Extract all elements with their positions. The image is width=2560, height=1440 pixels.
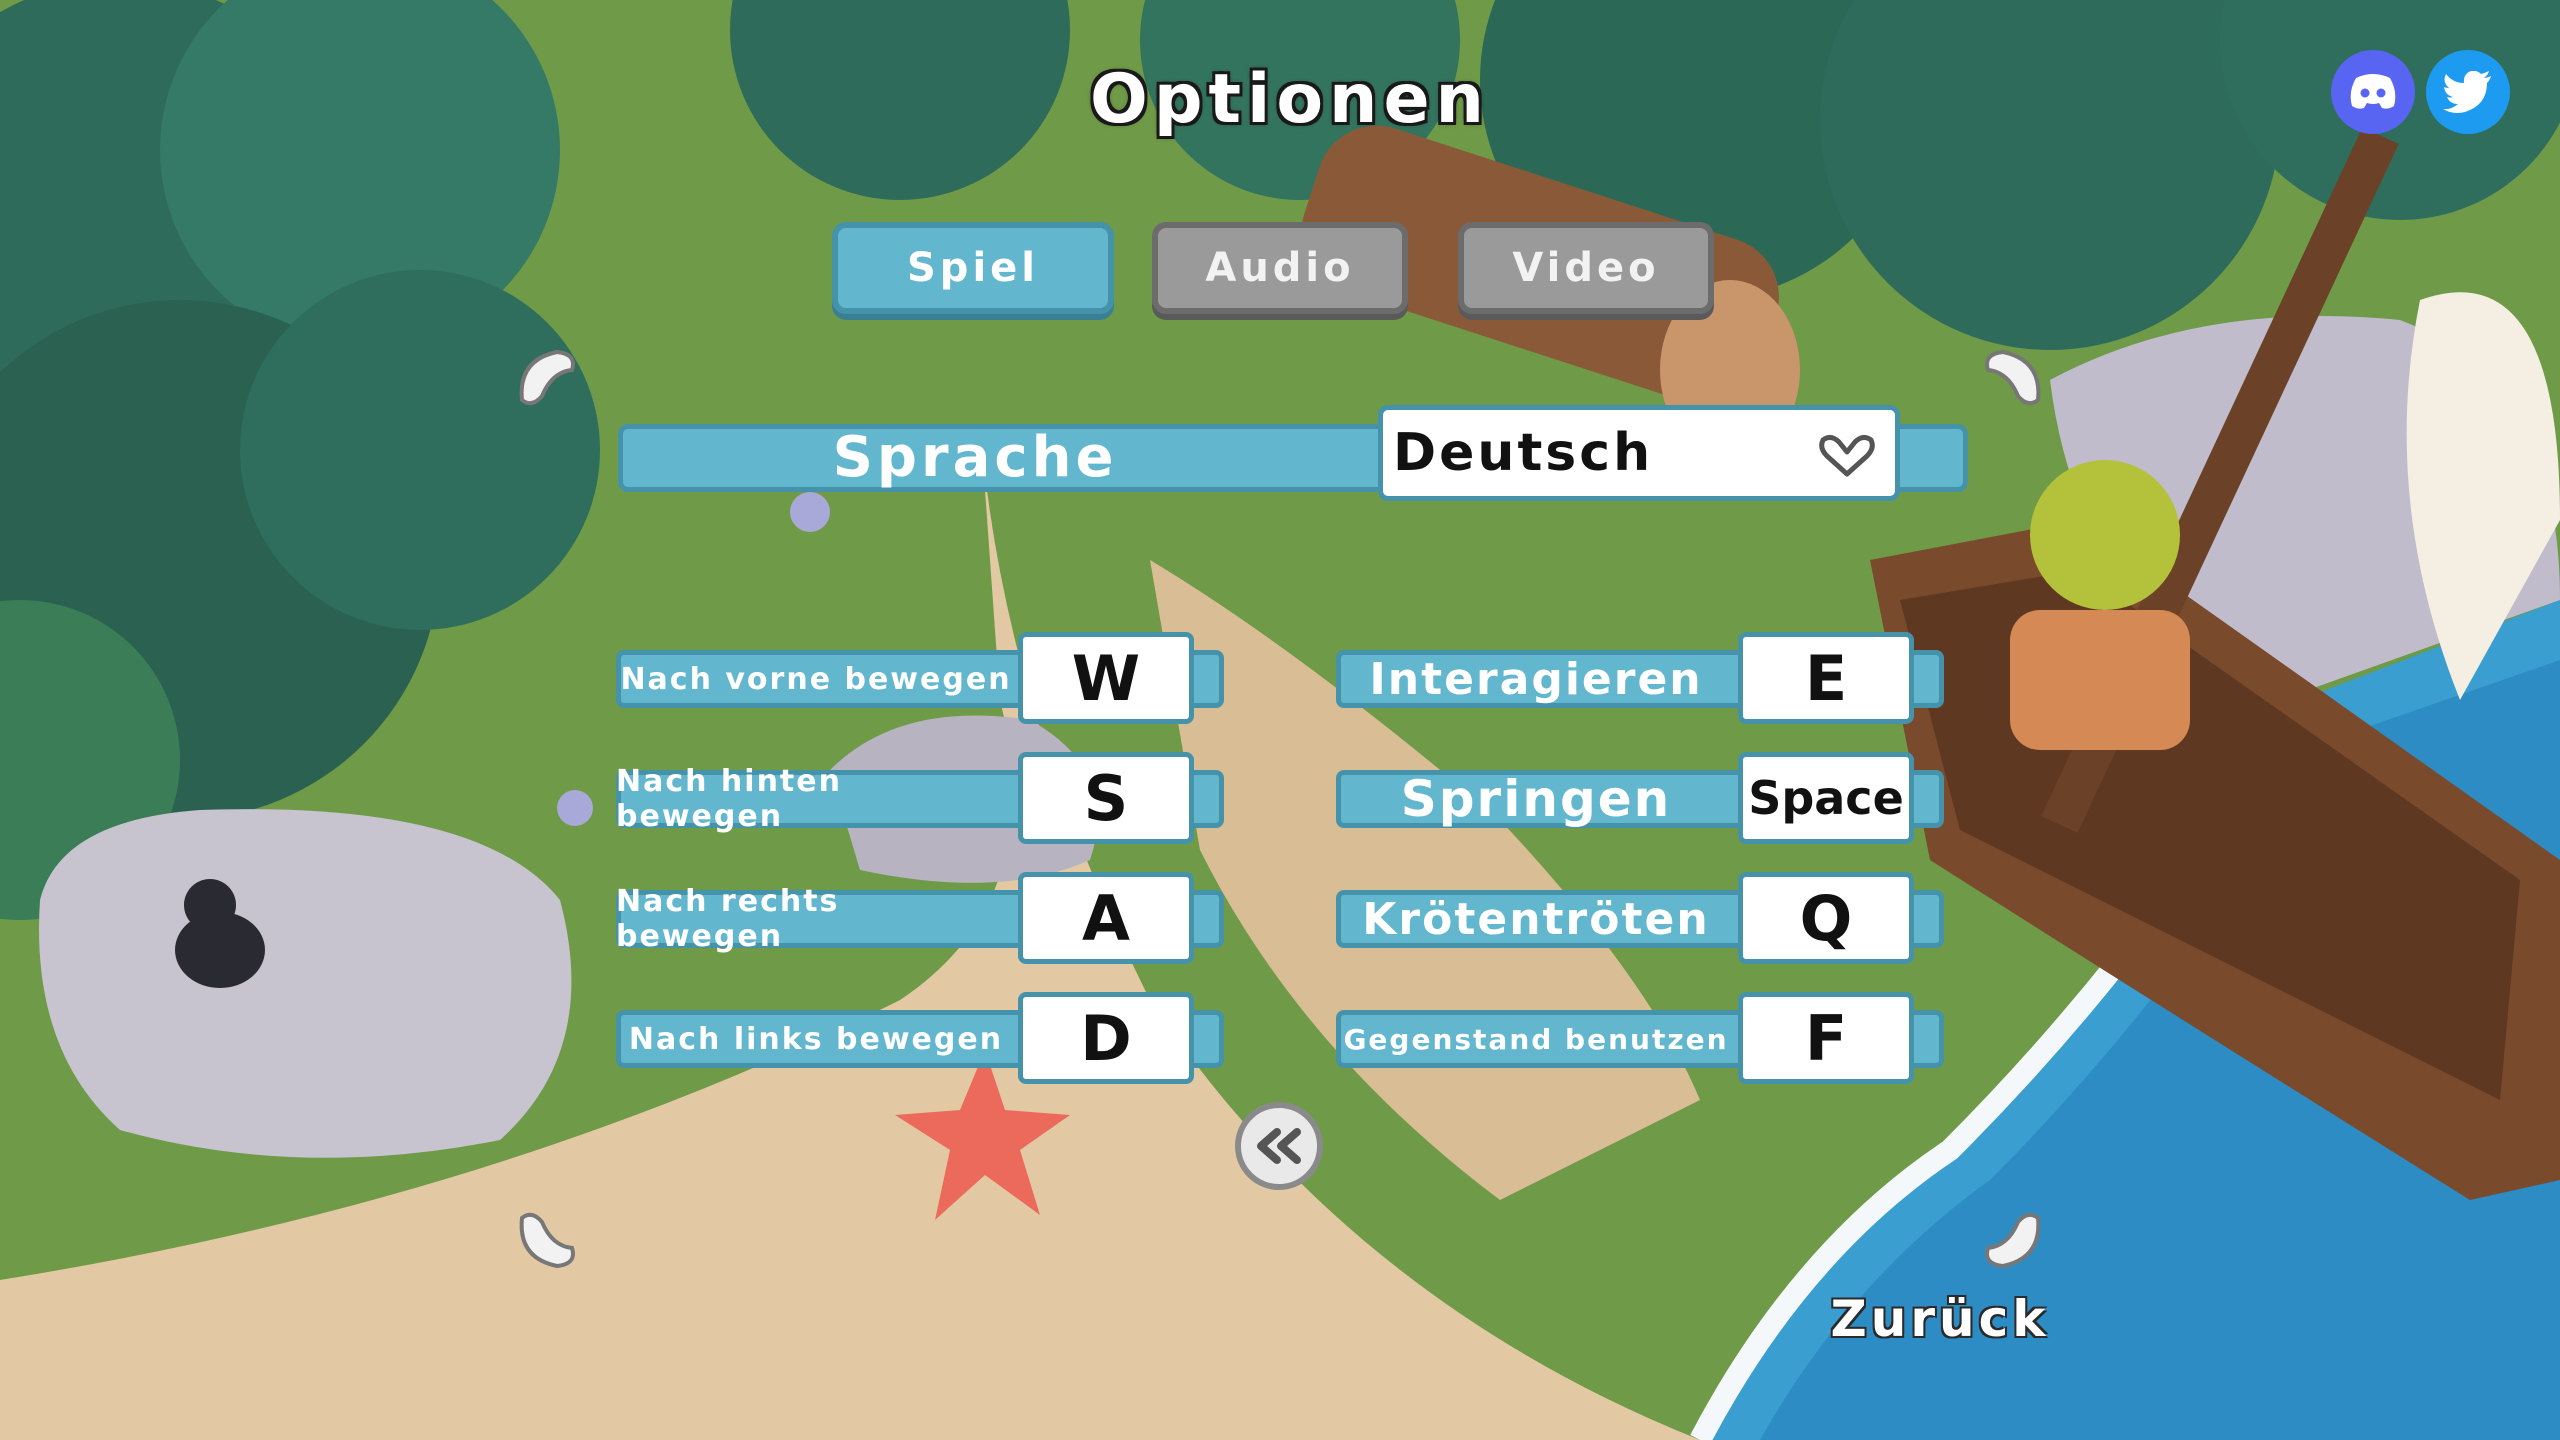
discord-icon[interactable] [2331,50,2415,134]
binding-key-forward[interactable]: W [1018,632,1194,724]
binding-key-interact[interactable]: E [1738,632,1914,724]
binding-action-right: Nach rechts bewegen [616,884,840,954]
binding-action-forward: Nach vorne bewegen [620,661,1012,697]
language-value: Deutsch [1393,423,1654,483]
tab-audio[interactable]: Audio [1152,222,1408,314]
twitter-icon[interactable] [2426,50,2510,134]
tab-spiel[interactable]: Spiel [832,222,1114,314]
panel-corner-bottom-left [519,1212,575,1269]
binding-row-right: Nach rechts bewegen A [616,872,1224,964]
panel-corner-top-right [1985,349,2041,406]
tab-audio-label: Audio [1205,245,1355,291]
binding-key-left[interactable]: D [1018,992,1194,1084]
panel-corner-top-left [519,349,575,406]
tab-video-label: Video [1512,245,1660,291]
panel-corner-bottom-right [1985,1212,2041,1269]
binding-row-backward: Nach hinten bewegen S [616,752,1224,844]
binding-row-forward: Nach vorne bewegen W [616,632,1224,724]
double-chevron-left-icon [1257,1128,1301,1164]
binding-key-jump[interactable]: Space [1738,752,1914,844]
binding-action-use-item: Gegenstand benutzen [1343,1022,1729,1056]
binding-key-backward[interactable]: S [1018,752,1194,844]
binding-action-toad-horn: Krötentröten [1362,893,1710,945]
binding-row-toad-horn: Krötentröten Q [1336,872,1944,964]
language-dropdown[interactable]: Deutsch [1378,405,1900,501]
discord-icon [2350,74,2396,109]
binding-row-jump: Springen Space [1336,752,1944,844]
binding-row-interact: Interagieren E [1336,632,1944,724]
back-button[interactable]: Zurück [1830,1290,2050,1348]
collapse-button[interactable] [1235,1102,1323,1190]
chevron-down-icon [1819,434,1875,477]
binding-key-use-item[interactable]: F [1738,992,1914,1084]
tab-spiel-label: Spiel [907,245,1039,291]
tab-video[interactable]: Video [1458,222,1714,314]
page-title: Optionen [1090,60,1490,139]
binding-row-left: Nach links bewegen D [616,992,1224,1084]
binding-action-backward: Nach hinten bewegen [616,764,842,834]
binding-action-interact: Interagieren [1369,653,1703,705]
binding-action-left: Nach links bewegen [628,1021,1004,1057]
language-label: Sprache [832,425,1118,490]
binding-key-toad-horn[interactable]: Q [1738,872,1914,964]
binding-action-jump: Springen [1400,770,1672,828]
binding-key-right[interactable]: A [1018,872,1194,964]
twitter-icon [2443,71,2491,113]
binding-row-use-item: Gegenstand benutzen F [1336,992,1944,1084]
